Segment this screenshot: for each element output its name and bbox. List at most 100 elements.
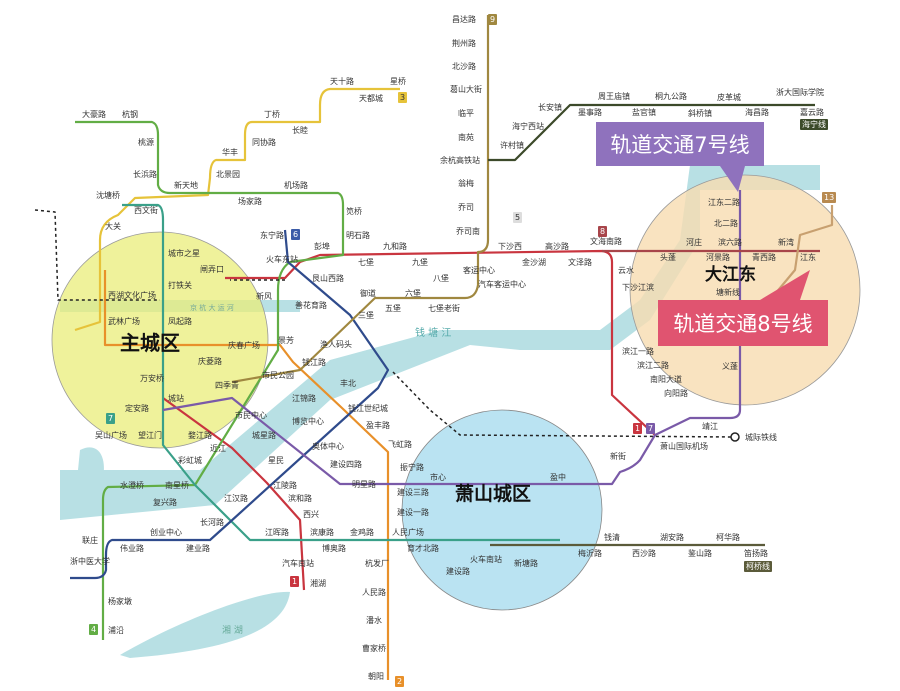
line-badge: 1 (290, 576, 300, 587)
station-label: 钱江路 (302, 357, 326, 367)
station-label: 滨江二路 (637, 360, 669, 370)
station-label: 头蓬 (660, 252, 676, 262)
station-label: 湖安路 (660, 532, 684, 542)
station-label: 余杭高铁站 (440, 155, 480, 165)
station-label: 河景路 (706, 252, 730, 262)
station-label: 东宁路 (260, 230, 284, 240)
station-label: 客运中心 (463, 265, 495, 275)
station-label: 梅沂路 (578, 548, 602, 558)
station-label: 大关 (105, 221, 121, 231)
station-label: 沈塘桥 (96, 190, 120, 200)
station-label: 景芳 (278, 335, 294, 345)
line-badge: 3 (398, 92, 408, 103)
station-label: 近江 (210, 443, 226, 453)
station-label: 飞虹路 (388, 439, 412, 449)
station-label: 高沙路 (545, 241, 569, 251)
station-label: 吴山广场 (95, 430, 127, 440)
station-label: 星桥 (390, 76, 406, 86)
station-label: 博奥路 (322, 543, 346, 553)
station-label: 机场路 (284, 180, 308, 190)
station-label: 天十路 (330, 76, 354, 86)
station-label: 九和路 (383, 241, 407, 251)
station-label: 庆春广场 (228, 340, 260, 350)
station-label: 皮革城 (717, 92, 741, 102)
station-label: 博览中心 (292, 416, 324, 426)
station-label: 许村镇 (500, 140, 524, 150)
station-label: 青西路 (752, 252, 776, 262)
station-label: 三堡 (358, 310, 374, 320)
station-label: 艮山西路 (312, 273, 344, 283)
station-label: 建设路 (446, 566, 470, 576)
station-label: 新街 (610, 451, 626, 461)
station-label: 天都城 (359, 94, 383, 103)
station-label: 汽车客运中心 (478, 279, 526, 289)
line-badge: 柯桥线 (744, 561, 772, 572)
station-label: 打铁关 (168, 280, 192, 290)
station-label: 嘉云路 (800, 107, 824, 117)
station-label: 城市之星 (168, 248, 200, 258)
station-label: 北景园 (216, 170, 240, 179)
station-label: 金鸡路 (350, 527, 374, 537)
station-label: 昌达路 (452, 14, 476, 24)
station-label: 建设一路 (397, 507, 429, 517)
qiantang-river (60, 165, 820, 520)
xiaoshan-circle (401, 409, 603, 611)
station-label: 创业中心 (150, 527, 182, 537)
station-label: 海昌路 (745, 107, 769, 117)
station-label: 临平 (458, 108, 474, 118)
station-label: 新天地 (174, 180, 198, 190)
station-label: 江汉路 (224, 493, 248, 503)
station-label: 萧山国际机场 (660, 441, 708, 451)
station-label: 金沙湖 (522, 257, 546, 267)
station-label: 汽车南站 (282, 558, 314, 568)
metro-line-3 (74, 87, 400, 332)
callout-8-pointer (760, 270, 810, 300)
station-label: 八堡 (433, 273, 449, 283)
station-label: 建业路 (186, 543, 210, 553)
station-label: 北沙路 (452, 61, 476, 71)
station-label: 斜桥镇 (688, 108, 712, 118)
station-label: 钱江世纪城 (348, 403, 388, 413)
station-label: 向阳路 (664, 388, 688, 398)
station-label: 江东 (800, 252, 816, 262)
station-label: 周王庙镇 (598, 91, 630, 101)
line7-callout: 轨道交通7号线 (596, 122, 764, 166)
station-label: 庆菱路 (198, 356, 222, 366)
station-label: 盈中 (550, 472, 566, 482)
station-label: 四季青 (215, 380, 239, 390)
metro-line-2 (103, 270, 390, 680)
station-label: 五堡 (385, 303, 401, 313)
line-badge: 6 (291, 229, 301, 240)
station-label: 笕桥 (346, 206, 362, 216)
metro-line-海宁线 (488, 103, 815, 162)
station-label: 荆州路 (452, 38, 476, 48)
metro-line-5 (122, 203, 560, 542)
station-label: 新塘路 (514, 558, 538, 568)
zone-label-dajiangdong: 大江东 (705, 264, 756, 285)
line-badge: 4 (89, 624, 99, 635)
station-label: 婺江路 (188, 430, 212, 440)
zone-label-main: 主城区 (120, 331, 180, 355)
station-label: 桃源 (138, 137, 154, 147)
station-label: 盐官镇 (632, 107, 656, 117)
station-label: 渔人码头 (320, 339, 352, 349)
station-label: 浙中医大学 (70, 556, 110, 566)
station-label: 乔司南 (456, 226, 480, 236)
station-label: 奥体中心 (312, 441, 344, 451)
river-label-canal: 京 杭 大 运 河 (190, 303, 234, 312)
station-label: 长安镇 (538, 102, 562, 112)
station-label: 长河路 (200, 517, 224, 527)
station-label: 海宁西站 (512, 121, 544, 131)
station-label: 丰北 (340, 378, 356, 388)
metro-line-1 (162, 397, 306, 591)
station-label: 河庄 (686, 237, 702, 247)
zone-label-xiaoshan: 萧山城区 (455, 482, 531, 505)
station-label: 定安路 (125, 403, 149, 413)
station-label: 七堡老街 (428, 303, 460, 313)
station-label: 下沙西 (498, 242, 522, 251)
dajiangdong-circle (629, 174, 861, 406)
metro-line-6 (70, 229, 390, 580)
station-label: 城站 (168, 393, 184, 403)
station-label: 杨家墩 (108, 596, 132, 606)
line-badge: 1 (633, 423, 643, 434)
